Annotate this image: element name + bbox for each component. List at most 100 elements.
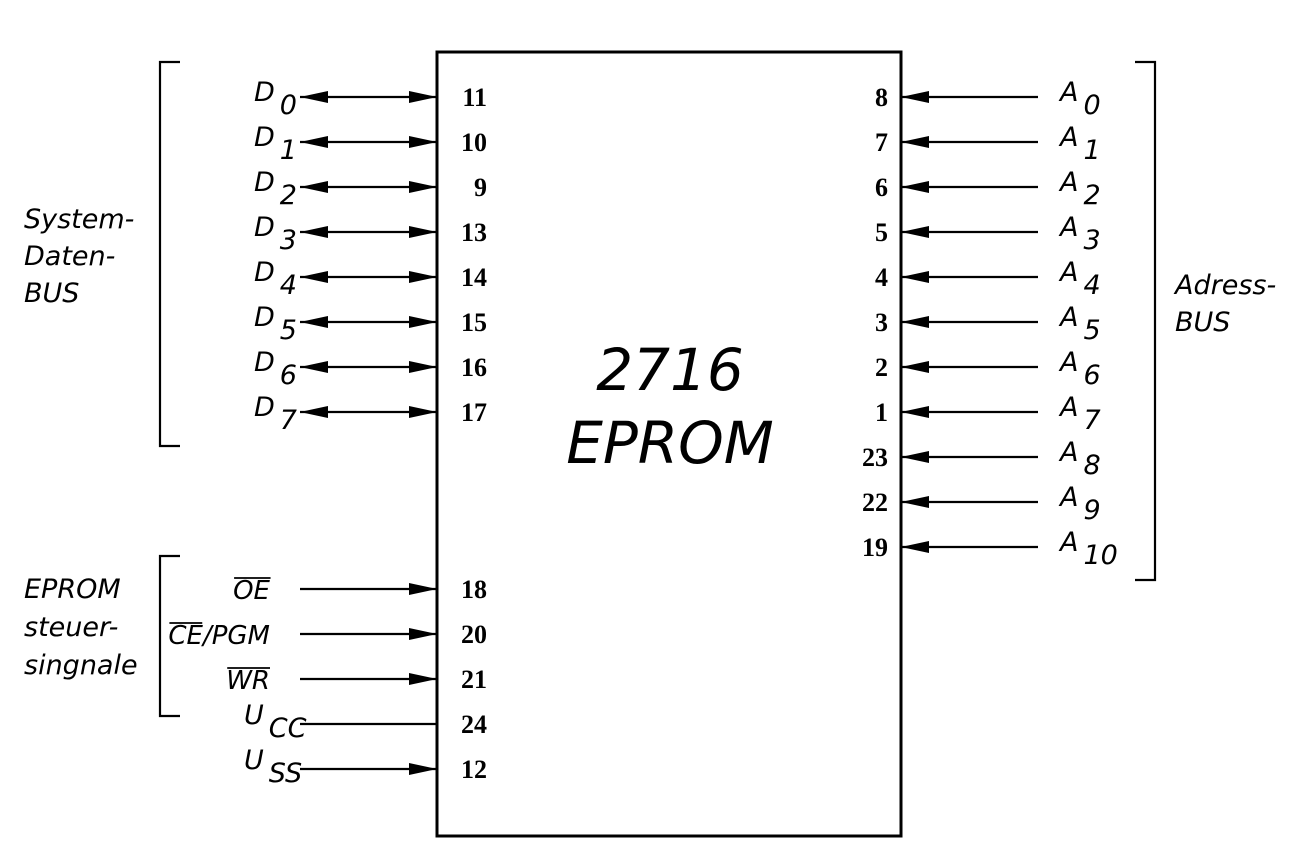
signal-label-sub: 1 (280, 135, 297, 166)
arrow-head-right (409, 583, 437, 595)
signal-label-sub: 6 (280, 360, 297, 391)
signal-label-sub: 4 (1083, 270, 1100, 301)
arrow-head-left (901, 271, 929, 283)
signal-label-sub: 3 (280, 225, 297, 256)
signal-label-main: A (1058, 347, 1078, 378)
pin-number: 20 (461, 620, 487, 649)
pin-number: 23 (862, 443, 888, 472)
data-bus-bracket (158, 60, 180, 448)
signal-label-sub: 3 (1083, 225, 1100, 256)
signal-label-main: A (1058, 302, 1078, 333)
pin-number: 3 (875, 308, 888, 337)
pin-number: 14 (461, 263, 487, 292)
signal-label-sub: 2 (280, 180, 297, 211)
pin-number: 7 (875, 128, 888, 157)
signal-label-sub: 5 (1083, 315, 1100, 346)
arrow-head-right (409, 628, 437, 640)
pin-number: 2 (875, 353, 888, 382)
pin-number: 24 (461, 710, 487, 739)
arrow-head-left (901, 541, 929, 553)
signal-label-main: D (254, 302, 275, 333)
signal-label-main: A (1058, 167, 1078, 198)
arrow-head-left (901, 361, 929, 373)
arrow-head-right (409, 271, 437, 283)
data-bus-label-line: Daten- (24, 241, 115, 272)
control-label-line: singnale (24, 650, 138, 681)
signal-label-sub: 0 (280, 90, 297, 121)
signal-label-sub: 8 (1083, 450, 1100, 481)
signal-label-main: D (254, 122, 275, 153)
arrow-head-left (300, 136, 328, 148)
signal-label-sub: 7 (280, 405, 297, 436)
power-label-sub: SS (269, 758, 302, 789)
signal-label-main: D (254, 392, 275, 423)
arrow-head-left (300, 181, 328, 193)
signal-label-sub: 4 (280, 270, 297, 301)
pin-number: 16 (461, 353, 487, 382)
signal-label-sub: 0 (1083, 90, 1100, 121)
signal-label-main: A (1058, 527, 1078, 558)
signal-label-sub: 10 (1083, 540, 1117, 571)
address-bus-label-line: BUS (1175, 307, 1230, 338)
pin-number: 5 (875, 218, 888, 247)
pin-number: 22 (862, 488, 888, 517)
pin-number: 17 (461, 398, 487, 427)
arrow-head-right (409, 361, 437, 373)
signal-label-main: A (1058, 437, 1078, 468)
arrow-head-right (409, 763, 437, 775)
signal-label-sub: 6 (1083, 360, 1100, 391)
signal-label-sub: 9 (1083, 495, 1100, 526)
chip-type-label: EPROM (566, 409, 774, 477)
arrow-head-left (300, 226, 328, 238)
arrow-head-right (409, 181, 437, 193)
address-bus-label-line: Adress- (1173, 270, 1276, 301)
arrow-head-left (300, 361, 328, 373)
arrow-head-left (300, 406, 328, 418)
pin-number: 11 (462, 83, 487, 112)
arrow-head-right (409, 316, 437, 328)
arrow-head-right (409, 136, 437, 148)
arrow-head-left (901, 136, 929, 148)
pin-number: 9 (474, 173, 487, 202)
signal-label-sub: 2 (1083, 180, 1100, 211)
arrow-head-left (300, 271, 328, 283)
